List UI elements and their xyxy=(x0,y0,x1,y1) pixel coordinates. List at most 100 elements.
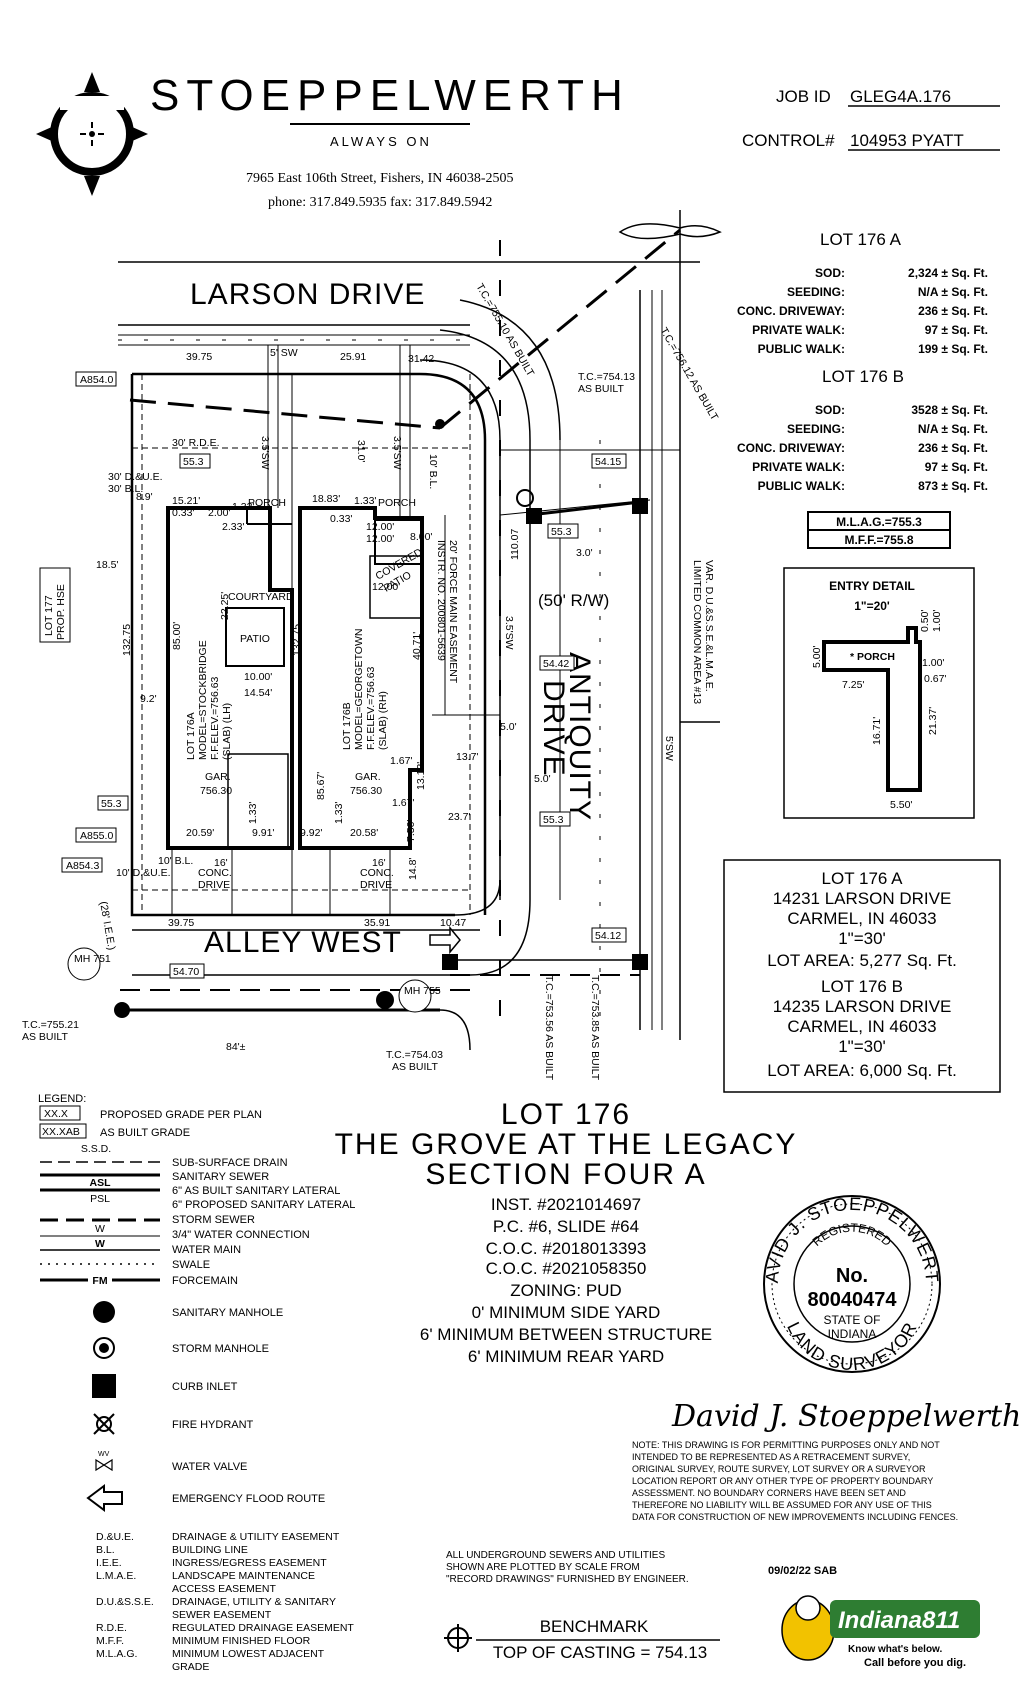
legend-abbr-text: INGRESS/EGRESS EASEMENT xyxy=(172,1557,327,1569)
lot-176a-model: MODEL=STOCKBRIDGE xyxy=(197,640,209,760)
plan-symbols xyxy=(114,223,722,1018)
seal-number: 80040474 xyxy=(808,1289,898,1311)
tc-755-21-label: T.C.=755.21 xyxy=(22,1019,79,1031)
company-tagline: ALWAYS ON xyxy=(330,134,432,149)
mlag-value: M.L.A.G.=755.3 xyxy=(836,515,922,529)
title-section: SECTION FOUR A xyxy=(425,1158,706,1191)
dimension: 31.0' xyxy=(355,440,367,462)
legend-line-text: WATER MAIN xyxy=(172,1244,241,1256)
legend-line-text: 3/4" WATER CONNECTION xyxy=(172,1229,310,1241)
lot-info-scale-a: 1"=30' xyxy=(838,929,886,948)
legend-line-symbol: FM xyxy=(92,1275,107,1287)
dimension: 31.42 xyxy=(408,353,434,365)
entry-dim: 7.25' xyxy=(842,679,864,691)
control-value: 104953 PYATT xyxy=(850,131,964,150)
dimension: 3.5'SW xyxy=(503,616,515,650)
utilities-note-line: ALL UNDERGROUND SEWERS AND UTILITIES xyxy=(446,1550,665,1561)
legend-line-symbol: PSL xyxy=(90,1193,110,1205)
larson-drive-label: LARSON DRIVE xyxy=(190,278,425,311)
company-phone: phone: 317.849.5935 fax: 317.849.5942 xyxy=(268,195,492,210)
ornament-icon xyxy=(618,223,722,240)
dimension: 2.33' xyxy=(222,521,244,533)
dimension: 25.91 xyxy=(340,351,366,363)
lot-176a-elev: F.F.ELEV.=756.63 xyxy=(209,676,221,760)
dimension: 40.71' xyxy=(411,632,423,660)
quantity-label: CONC. DRIVEWAY: xyxy=(737,304,845,318)
lot-info-title-a: LOT 176 A xyxy=(822,869,904,888)
dimension: 14.8' xyxy=(407,858,419,880)
entry-dim: 1.00' xyxy=(931,610,943,632)
title-subdivision: THE GROVE AT THE LEGACY xyxy=(335,1128,798,1161)
dimension: 10.47 xyxy=(440,917,466,929)
legend-abbr-text: BUILDING LINE xyxy=(172,1544,248,1556)
legend-line-text: SANITARY SEWER xyxy=(172,1171,269,1183)
drive-label: DRIVE xyxy=(537,680,570,777)
benchmark: BENCHMARK TOP OF CASTING = 754.13 xyxy=(444,1617,720,1662)
dimension: 3.5'SW xyxy=(259,436,271,470)
legend-grade-symbol: XX.XAB xyxy=(42,1126,80,1138)
legend-line-text: 6" PROPOSED SANITARY LATERAL xyxy=(172,1199,355,1211)
dimension: 1.67' xyxy=(392,797,414,809)
utilities-note: ALL UNDERGROUND SEWERS AND UTILITIES SHO… xyxy=(446,1550,689,1585)
sanitary-manhole-icon xyxy=(114,1002,130,1018)
dimension: 18.5' xyxy=(96,559,118,571)
legend-abbr-text: MINIMUM LOWEST ADJACENT xyxy=(172,1648,325,1660)
prop-hse-label: PROP. HSE xyxy=(55,584,67,640)
tc-753-85-label: T.C.=753.85 AS BUILT xyxy=(589,975,601,1081)
mff-value: M.F.F.=755.8 xyxy=(844,533,913,547)
dimension: 10' B.L. xyxy=(427,454,439,489)
legend-symbol-text: CURB INLET xyxy=(172,1381,238,1393)
quantity-label: PRIVATE WALK: xyxy=(752,323,845,337)
quantity-label: SOD: xyxy=(815,403,845,417)
title-block: LOT 176 THE GROVE AT THE LEGACY SECTION … xyxy=(335,1098,798,1366)
lot-info-scale-b: 1"=30' xyxy=(838,1037,886,1056)
quantity-value: 97 ± Sq. Ft. xyxy=(925,460,988,474)
legend-symbol-text: SANITARY MANHOLE xyxy=(172,1307,283,1319)
tc-754-03-label: T.C.=754.03 xyxy=(386,1049,443,1061)
legend-line-text: FORCEMAIN xyxy=(172,1275,238,1287)
legend-abbr: L.M.A.E. xyxy=(96,1570,136,1582)
mh-755-label: MH 755 xyxy=(404,985,441,997)
bl-label: 30' B.L. xyxy=(108,483,143,495)
legend-line-symbol: W xyxy=(95,1223,105,1235)
grade-tag: A855.0 xyxy=(80,830,113,842)
legend-abbr: M.F.F. xyxy=(96,1635,124,1647)
legend-abbr: D.U.&S.S.E. xyxy=(96,1596,154,1608)
force-main-label-1: 20' FORCE MAIN EASEMENT xyxy=(447,540,459,684)
as-built-label: AS BUILT xyxy=(22,1031,68,1043)
legend-fire-hydrant-icon xyxy=(93,1413,115,1435)
job-id-value: GLEG4A.176 xyxy=(850,87,951,106)
quantity-label: PRIVATE WALK: xyxy=(752,460,845,474)
due-label: 30' D.&U.E. xyxy=(108,471,163,483)
legend-abbr-text: DRAINAGE & UTILITY EASEMENT xyxy=(172,1531,340,1543)
entry-detail-scale: 1"=20' xyxy=(854,599,890,613)
dimension: 132.75 xyxy=(291,624,303,656)
legend-abbr-text: LANDSCAPE MAINTENANCE xyxy=(172,1570,315,1582)
dimension: 5'SW xyxy=(663,736,675,761)
drive-b-label-2: DRIVE xyxy=(360,879,392,891)
drive-a-label-2: DRIVE xyxy=(198,879,230,891)
dimension: 2.00' xyxy=(208,507,230,519)
entry-dim: 0.67' xyxy=(924,673,946,685)
legend-line-symbol: W xyxy=(95,1238,105,1250)
quantity-value: 97 ± Sq. Ft. xyxy=(925,323,988,337)
quantity-value: 236 ± Sq. Ft. xyxy=(918,304,988,318)
tc-753-56-label: T.C.=753.56 AS BUILT xyxy=(543,975,555,1081)
dimension: 12.00' xyxy=(366,533,394,545)
title-line: C.O.C. #2021058350 xyxy=(486,1259,647,1278)
dimension: 22.25' xyxy=(219,592,231,620)
dimension: 35.91 xyxy=(364,917,390,929)
storm-manhole-icon xyxy=(435,419,445,429)
seal-no-label: No. xyxy=(836,1265,868,1287)
legend: LEGEND: XX.X PROPOSED GRADE PER PLAN XX.… xyxy=(38,1093,355,1673)
dimension: 9.92' xyxy=(300,827,322,839)
garage-a-elev: 756.30 xyxy=(200,785,232,797)
plan-labels: LARSON DRIVE ANTIQUITY DRIVE ALLEY WEST … xyxy=(22,278,721,1081)
dimension: 3.5'SW xyxy=(391,436,403,470)
patio-label: PATIO xyxy=(240,633,270,645)
legend-grade-symbol: XX.X xyxy=(44,1108,68,1120)
company-name: STOEPPELWERTH xyxy=(150,71,630,120)
dimension: 7.50' xyxy=(405,820,417,842)
dimension: 9.2' xyxy=(140,693,157,705)
